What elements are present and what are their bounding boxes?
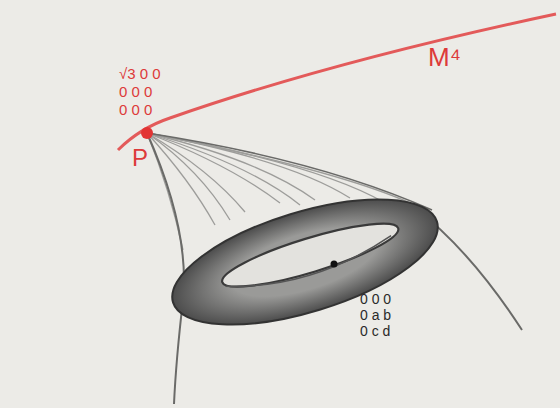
manifold-label: M⁴ xyxy=(428,44,461,70)
matrix-row: 0 c d xyxy=(360,324,390,338)
matrix-row: 0 0 0 xyxy=(119,102,152,117)
matrix-row: 0 a b xyxy=(360,308,391,322)
cone-edge xyxy=(147,133,184,404)
matrix-row: 0 0 0 xyxy=(360,292,391,306)
matrix-row: √3 0 0 xyxy=(119,66,161,81)
point-p xyxy=(141,127,153,139)
point-label: P xyxy=(132,146,148,170)
matrix-row: 0 0 0 xyxy=(119,84,152,99)
torus-point xyxy=(331,261,338,268)
torus xyxy=(158,174,451,350)
cone-edge xyxy=(147,133,432,210)
manifold-curve xyxy=(118,14,556,150)
